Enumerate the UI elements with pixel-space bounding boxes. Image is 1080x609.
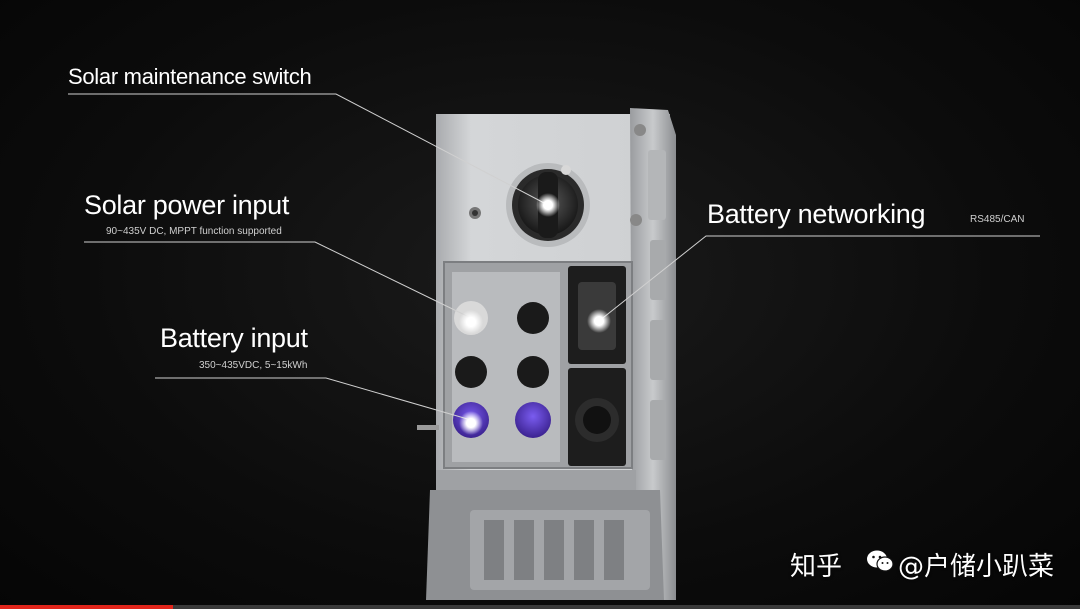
wechat-icon <box>867 550 894 572</box>
callout-solar-title: Solar power input <box>84 190 290 220</box>
watermark-platform: 知乎 <box>790 552 843 582</box>
callout-battery-input-title: Battery input <box>160 323 308 353</box>
video-progress-bar[interactable] <box>0 605 1080 609</box>
watermark-at: @ <box>898 552 924 582</box>
callout-lines <box>68 93 1040 421</box>
watermark-handle: @户储小趴菜 <box>898 546 1054 583</box>
watermark-handle-text: 户储小趴菜 <box>924 552 1055 582</box>
callout-battery-input-subtitle: 350~435VDC, 5~15kWh <box>199 360 308 371</box>
callout-battery-networking-title: Battery networking <box>707 199 926 229</box>
lower-housing <box>426 470 664 600</box>
callout-battery-networking-subtitle: RS485/CAN <box>970 214 1025 225</box>
callout-solar-subtitle: 90~435V DC, MPPT function supported <box>106 226 282 237</box>
callout-dots <box>459 193 611 435</box>
video-progress-fill <box>0 605 173 609</box>
callout-switch-title: Solar maintenance switch <box>68 64 312 89</box>
